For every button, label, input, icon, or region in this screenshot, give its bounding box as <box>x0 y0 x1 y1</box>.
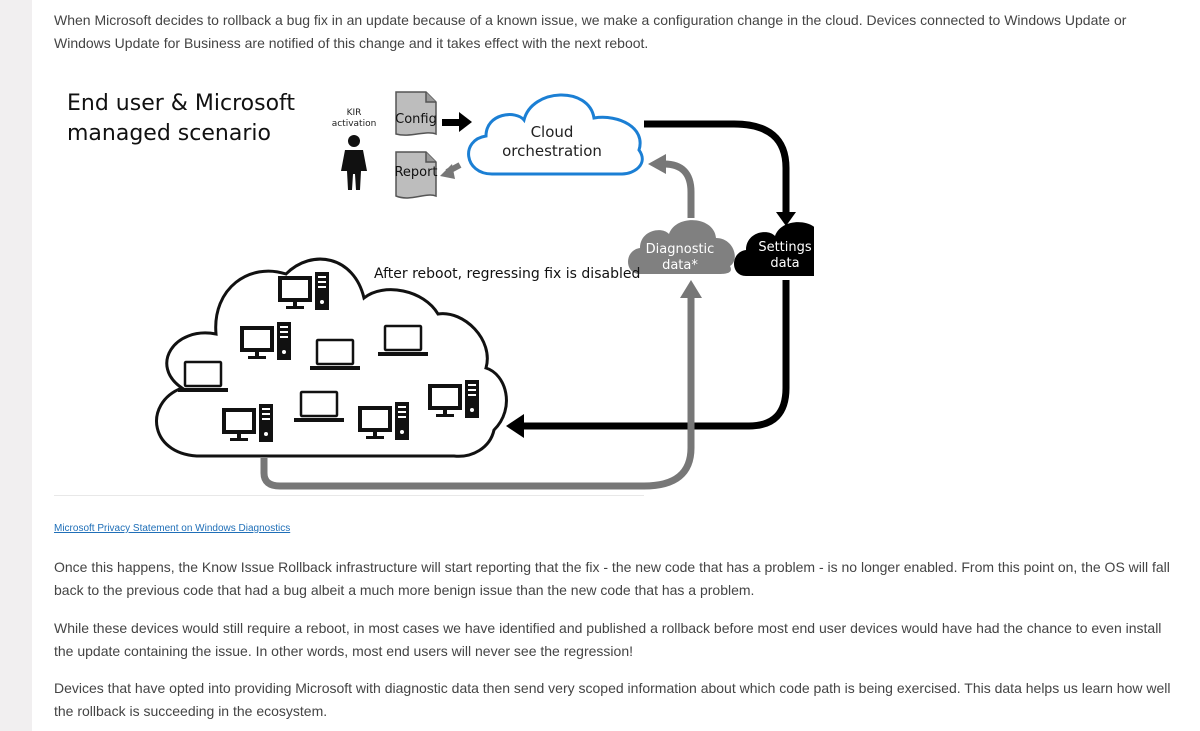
diagnostic-label-line2: data* <box>662 258 698 273</box>
config-to-cloud-arrow <box>442 112 472 132</box>
cloud-to-report-arrow <box>440 162 462 179</box>
diagram-title-line2: managed scenario <box>67 121 271 146</box>
diagnostic-label-line1: Diagnostic <box>646 242 715 257</box>
paragraph-reboot: While these devices would still require … <box>54 620 1162 659</box>
diagram-title-line1: End user & Microsoft <box>67 91 295 116</box>
cloud-label-line1: Cloud <box>531 123 574 141</box>
config-label: Config <box>395 112 437 127</box>
paragraph-diagnostics: Devices that have opted into providing M… <box>54 680 1171 719</box>
divider <box>54 495 644 496</box>
devices-caption: After reboot, regressing fix is disabled <box>374 266 640 282</box>
settings-data-cloud <box>734 222 814 276</box>
cloud-orchestration-shape <box>467 93 644 176</box>
diagnostic-to-cloud-arrow <box>663 160 695 218</box>
report-label: Report <box>394 165 437 180</box>
settings-to-devices-arrow <box>524 280 790 430</box>
config-document-icon <box>395 91 437 136</box>
kir-label-line1: KIR <box>347 108 362 118</box>
article-content: When Microsoft decides to rollback a bug… <box>32 0 1200 731</box>
cloud-label-line2: orchestration <box>502 142 602 160</box>
kir-diagram: End user & Microsoft managed scenario KI… <box>67 91 814 490</box>
device-cloud-shape <box>155 257 508 458</box>
privacy-statement-link[interactable]: Microsoft Privacy Statement on Windows D… <box>54 523 291 534</box>
report-document-icon <box>395 151 437 199</box>
settings-label-line2: data <box>770 256 799 271</box>
intro-paragraph: When Microsoft decides to rollback a bug… <box>54 12 1127 51</box>
paragraph-rollback-reporting: Once this happens, the Know Issue Rollba… <box>54 559 1170 598</box>
settings-label-line1: Settings <box>758 240 812 255</box>
devices-to-diagnostic-arrow <box>260 296 695 490</box>
kir-label-line2: activation <box>332 119 377 129</box>
cloud-to-settings-arrow <box>644 120 790 214</box>
person-icon <box>341 135 367 190</box>
diagnostic-data-cloud <box>628 220 735 274</box>
